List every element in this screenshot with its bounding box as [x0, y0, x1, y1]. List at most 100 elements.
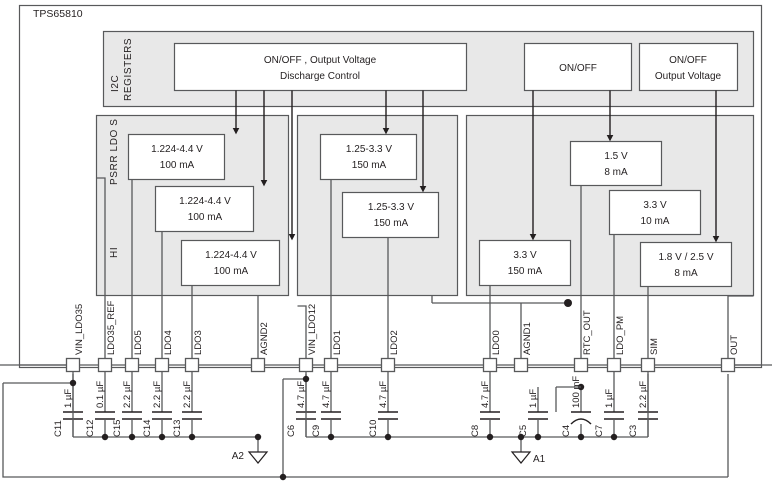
pin-label-ldo5: LDO5 [133, 330, 144, 355]
cap-ref-c15: C15 [112, 420, 123, 437]
cap-ref-c11: C11 [53, 420, 64, 437]
pin-label-ldo-pm: LDO_PM [615, 316, 626, 355]
pin-vin-ldo35[interactable]: VIN_LDO35 [65, 304, 86, 373]
pin-label-ldo3: LDO3 [193, 330, 204, 355]
onoff-output-voltage-box [638, 42, 739, 92]
cap-value-c12: 0.1 µF [95, 381, 106, 408]
pin-label-vin-ldo12: VIN_LDO12 [307, 304, 318, 355]
pin-square-ldo35-ref[interactable] [97, 357, 113, 373]
pin-ldo35-ref[interactable]: LDO35_REF [97, 300, 118, 373]
pin-rtc-out[interactable]: RTC_OUT [573, 310, 594, 373]
pin-square-agnd2[interactable] [250, 357, 266, 373]
pin-square-ldo0[interactable] [482, 357, 498, 373]
control-signal-arrows [232, 90, 720, 243]
regulator-ldo2-line1: 1.25-3.3 V [368, 202, 414, 213]
regulator-ldo1-box [319, 133, 418, 181]
cap-ref-c4: C4 [561, 425, 572, 437]
cap-ref-c7: C7 [594, 425, 605, 437]
cap-ref-c6: C6 [286, 425, 297, 437]
pin-ldo4[interactable]: LDO4 [154, 330, 175, 373]
regulator-ldopm-line1: 3.3 V [643, 200, 667, 211]
pin-square-out[interactable] [720, 357, 736, 373]
pin-agnd2[interactable]: AGND2 [250, 322, 271, 373]
pin-label-sim: SIM [649, 338, 660, 355]
discharge-control-line1: ON/OFF , Output Voltage [264, 55, 377, 66]
pin-label-rtc-out: RTC_OUT [582, 310, 593, 355]
cap-value-c8: 4.7 µF [480, 381, 491, 408]
cap-plate-lower-c4 [570, 418, 592, 425]
pins-layer: VIN_LDO35 LDO35_REF LDO5 LDO4 LDO3 AGND2 VIN_L… [65, 300, 741, 373]
pin-label-agnd2: AGND2 [259, 322, 270, 355]
ground-labels: A2 A1 [232, 451, 546, 465]
regulator-ldo0-line2: 150 mA [508, 266, 543, 277]
pin-square-vin-ldo12[interactable] [298, 357, 314, 373]
regulator-ldo1-line1: 1.25-3.3 V [346, 144, 392, 155]
onoff-ov-line2: Output Voltage [655, 71, 722, 82]
regulator-ldo3-box [180, 239, 281, 287]
regulator-ldo2-line2: 150 mA [374, 218, 409, 229]
output-wires [20, 177, 761, 366]
pin-ldo-pm[interactable]: LDO_PM [606, 316, 627, 373]
cap-ref-c5: C5 [518, 425, 529, 437]
hi-psrr-ldos-label: PSRR LDO S HI [109, 118, 120, 258]
capacitor-c7: 1 µF C7 [594, 372, 624, 437]
pin-square-sim[interactable] [640, 357, 656, 373]
pin-ldo1[interactable]: LDO1 [323, 330, 344, 373]
pin-square-ldo3[interactable] [184, 357, 200, 373]
cap-value-c7: 1 µF [604, 389, 615, 408]
onoff-control-box [523, 42, 633, 92]
pin-ldo0[interactable]: LDO0 [482, 330, 503, 373]
pin-label-agnd1: AGND1 [522, 322, 533, 355]
pin-square-ldo1[interactable] [323, 357, 339, 373]
pin-label-vin-ldo35: VIN_LDO35 [74, 304, 85, 355]
regulator-ldo4-line1: 1.224-4.4 V [179, 196, 231, 207]
pin-ldo5[interactable]: LDO5 [124, 330, 145, 373]
pin-square-ldo2[interactable] [380, 357, 396, 373]
cap-value-c9: 4.7 µF [321, 381, 332, 408]
discharge-control-box [173, 42, 468, 92]
pin-ldo3[interactable]: LDO3 [184, 330, 205, 373]
i2c-registers-label: I2C REGISTERS [110, 38, 134, 101]
pin-square-ldo5[interactable] [124, 357, 140, 373]
cap-value-c10: 4.7 µF [378, 381, 389, 408]
onoff-control-line1: ON/OFF [559, 63, 597, 74]
cap-value-c3: 2.2 µF [638, 381, 649, 408]
ground-rails [2, 374, 729, 478]
pin-sim[interactable]: SIM [640, 338, 661, 373]
ground-a1-label: A1 [533, 454, 546, 465]
regulator-ldo0-box [478, 239, 572, 287]
pin-out[interactable]: OUT [720, 335, 741, 373]
cap-value-c11: 1 µF [63, 389, 74, 408]
i2c-label-line1: I2C [110, 75, 121, 92]
ground-a2-label: A2 [232, 451, 245, 462]
regulator-ldopm-line2: 10 mA [641, 216, 670, 227]
pin-ldo2[interactable]: LDO2 [380, 330, 401, 373]
discharge-control-line2: Discharge Control [280, 71, 360, 82]
cap-value-c14: 2.2 µF [152, 381, 163, 408]
pin-label-ldo4: LDO4 [163, 330, 174, 355]
pin-vin-ldo12[interactable]: VIN_LDO12 [298, 304, 319, 373]
page-title: TPS65810 [33, 8, 83, 20]
pin-agnd1[interactable]: AGND1 [513, 322, 534, 373]
regulator-ldopm-box [608, 189, 702, 236]
cap-ref-c3: C3 [628, 425, 639, 437]
capacitor-c11: 1 µF C11 [53, 372, 83, 437]
regulator-ldo1-line2: 150 mA [352, 160, 387, 171]
cap-value-c13: 2.2 µF [182, 381, 193, 408]
pin-square-vin-ldo35[interactable] [65, 357, 81, 373]
regulator-ldo5-line1: 1.224-4.4 V [151, 144, 203, 155]
pin-square-agnd1[interactable] [513, 357, 529, 373]
onoff-ov-line1: ON/OFF [669, 55, 707, 66]
pin-square-rtc-out[interactable] [573, 357, 589, 373]
pin-label-ldo2: LDO2 [389, 330, 400, 355]
pin-square-ldo4[interactable] [154, 357, 170, 373]
pin-square-ldo-pm[interactable] [606, 357, 622, 373]
